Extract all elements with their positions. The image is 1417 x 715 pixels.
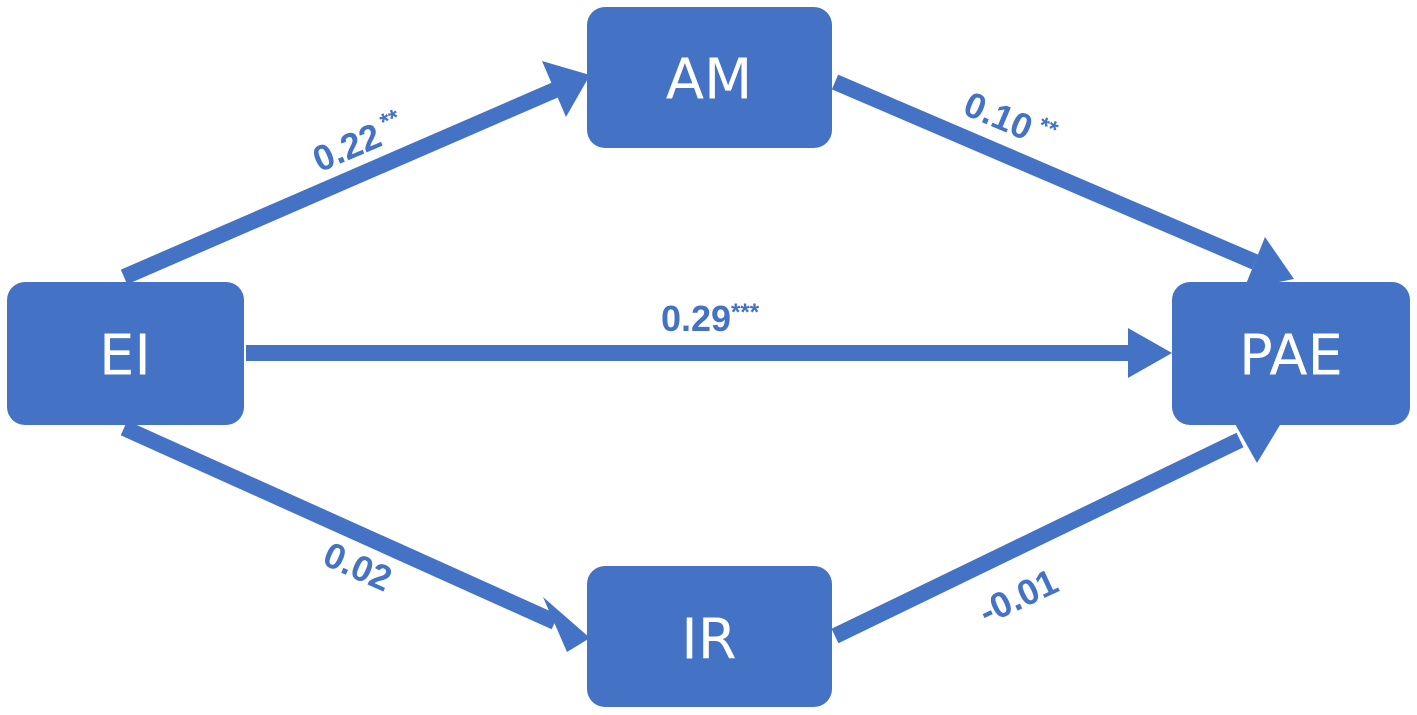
edge-ei-ir (120, 420, 559, 630)
node-pae: PAE (1172, 282, 1410, 425)
node-ei: EI (7, 282, 244, 425)
node-am: AM (587, 7, 832, 148)
node-ei-label: EI (99, 324, 151, 389)
node-pae-label: PAE (1239, 324, 1343, 389)
coef-ei-pae: 0.29*** (661, 298, 760, 339)
arrowhead-ei-ir (543, 597, 590, 652)
node-ir-label: IR (681, 608, 736, 673)
edge-am-pae (831, 74, 1259, 270)
arrowhead-ei-pae (1128, 328, 1172, 378)
arrowhead-am-pae (1244, 237, 1294, 289)
coef-ei-am-stars: ** (376, 103, 404, 135)
node-am-label: AM (666, 48, 753, 113)
edge-ir-pae (831, 432, 1244, 644)
node-ir: IR (587, 566, 832, 707)
arrowhead-ir-pae (1230, 415, 1283, 463)
coef-am-pae-stars: ** (1034, 111, 1062, 143)
arrowhead-ei-am (542, 61, 590, 117)
coef-ei-pae-stars: *** (731, 299, 760, 326)
coef-ei-pae-value: 0.29 (661, 298, 731, 339)
edge-ei-am (120, 82, 559, 285)
